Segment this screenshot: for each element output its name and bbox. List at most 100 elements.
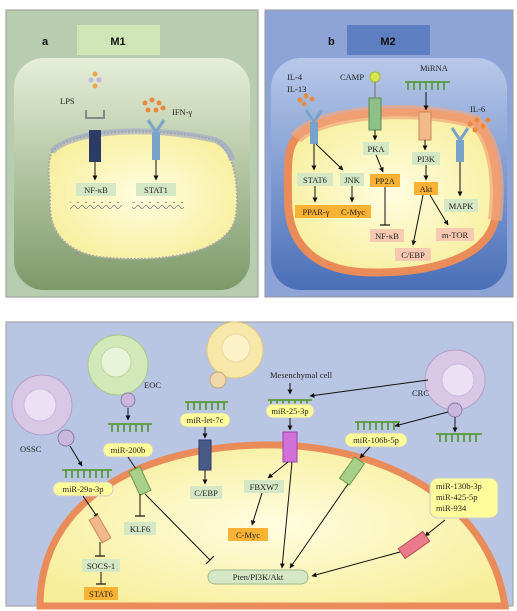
- mirna-label: MiRNA: [420, 63, 449, 73]
- c-cebp-box: [190, 486, 222, 499]
- pka-box: [363, 142, 389, 155]
- mir29a-arrow: [82, 495, 99, 519]
- m2-stat6-box: [297, 173, 333, 186]
- to-fbxw7-arrow: [267, 461, 289, 479]
- mir200b-label: miR-200b: [111, 445, 145, 455]
- mir29a-label: miR-29a-3p: [62, 484, 103, 494]
- pka-to-pp2a: [375, 154, 384, 173]
- mtor-label: m-TOR: [442, 230, 469, 240]
- stat1-dna: [132, 202, 184, 209]
- mesenchymal-receptor-2: [282, 431, 298, 463]
- m1-dna: [70, 202, 122, 209]
- il4-receptor: [310, 122, 318, 144]
- klf6-label: KLF6: [130, 524, 150, 534]
- socs1-label: SOCS-1: [87, 561, 115, 571]
- mir106b-strand: [355, 421, 400, 430]
- socs1-box: [82, 559, 120, 572]
- eoc-label: EOC: [144, 380, 161, 390]
- mir25-label: miR-25-3p: [271, 406, 308, 416]
- pka-label: PKA: [367, 144, 385, 154]
- mir934-label: miR-934: [436, 503, 467, 513]
- panel-a-letter: a: [42, 36, 49, 48]
- lps-receptor-top: [85, 110, 105, 119]
- ifn-label: IFN-γ: [172, 107, 193, 117]
- panel-b-title-box: [347, 25, 430, 55]
- akt-to-mtor: [429, 194, 449, 226]
- stat1-label: STAT1: [144, 185, 168, 195]
- lps-dot: [92, 83, 98, 89]
- mtor-box: [436, 228, 474, 241]
- pten-box: [207, 569, 309, 585]
- m2-nfkb-label: NF-κB: [375, 231, 399, 241]
- crc-to-mir25: [309, 379, 429, 398]
- mir106b-arrow: [359, 446, 371, 459]
- jnk-label: JNK: [344, 175, 360, 185]
- mirna-receptor: [418, 111, 432, 141]
- crc-to-mir106b: [394, 411, 449, 428]
- il4-to-jnk: [315, 143, 344, 171]
- lps-receptor: [89, 130, 101, 162]
- mirlet7c-strand: [185, 401, 228, 410]
- c-cmyc-box: [228, 528, 268, 541]
- mir200b-box: [102, 442, 154, 458]
- ifn-ligand: [142, 97, 166, 113]
- crc-to-pten: [311, 551, 401, 578]
- ossc-label: OSSC: [20, 444, 42, 454]
- ppar-box: [295, 205, 337, 218]
- fbxw7-box: [244, 480, 284, 493]
- m2-cell: [283, 108, 501, 277]
- mir106b-label: miR-106b-5p: [353, 435, 399, 445]
- mirlet7c-label: miR-let-7c: [187, 415, 224, 425]
- il13-label: IL-13: [287, 84, 306, 94]
- pi3k-label: PI3K: [417, 154, 436, 164]
- il4-label: IL-4: [287, 72, 303, 82]
- jnk-box: [340, 173, 364, 186]
- m2-cmyc-box: [335, 205, 371, 218]
- crc-mirna-arrow: [424, 519, 446, 537]
- pi3k-box: [412, 152, 440, 165]
- eoc-to-pten-inhibit: [144, 493, 211, 561]
- eoc-to-pten-inhibit-bar: [205, 555, 215, 565]
- m2-cmyc-label: C-Myc: [341, 207, 365, 217]
- mir425-label: miR-425-5p: [436, 492, 478, 502]
- lps-dot: [96, 77, 102, 83]
- crc-receptor-1: [338, 456, 366, 486]
- eoc-exosome: [120, 392, 136, 408]
- mir106b-box: [344, 432, 408, 448]
- eoc-receptor: [128, 466, 152, 496]
- stat1-box: [136, 183, 176, 196]
- m1-membrane: [49, 128, 235, 161]
- mapk-label: MAPK: [449, 201, 474, 211]
- m1-nfkb-box: [76, 183, 116, 196]
- c-cebp-label: C/EBP: [194, 488, 218, 498]
- mir130b-label: miR-130b-3p: [436, 481, 482, 491]
- m2-membrane: [290, 105, 504, 221]
- mir106b-to-pten: [289, 483, 349, 569]
- crc-mirna-box: [429, 477, 499, 519]
- panel-b-letter: b: [328, 36, 335, 48]
- mesenchymal-nucleus: [221, 333, 251, 363]
- camp-receptor: [368, 97, 382, 131]
- crc-exosome: [447, 402, 463, 418]
- crc-receptor-2: [397, 530, 431, 560]
- crc-label: CRC: [412, 388, 429, 398]
- mir200b-strand: [108, 423, 152, 432]
- panel-b-m2: b M2 IL-4 IL-13 STAT6 PPAR-γ JNK C-Myc C…: [264, 9, 514, 298]
- c-cmyc-label: C-Myc: [236, 530, 260, 540]
- mapk-box: [444, 199, 478, 212]
- mir29a-strand: [62, 469, 112, 478]
- camp-ligand: [369, 71, 381, 83]
- recipient-cell: [36, 441, 510, 610]
- panel-a-m1: a M1 LPS NF-κB IFN-γ STAT1: [5, 9, 259, 298]
- pp2a-box: [370, 174, 400, 187]
- ossc-nucleus: [23, 388, 57, 422]
- panel-a-title-box: [77, 25, 160, 55]
- m2-stat6-label: STAT6: [303, 175, 327, 185]
- pp2a-label: PP2A: [375, 176, 396, 186]
- mesenchymal-exosome: [209, 371, 227, 389]
- panel-a-title: M1: [110, 36, 125, 48]
- mir25-to-pten: [279, 461, 293, 569]
- eoc-nucleus: [100, 346, 132, 378]
- panel-c-tumor-exosomes: OSSC miR-29a-3p SOCS-1 STAT6 EOC miR-200…: [5, 321, 514, 610]
